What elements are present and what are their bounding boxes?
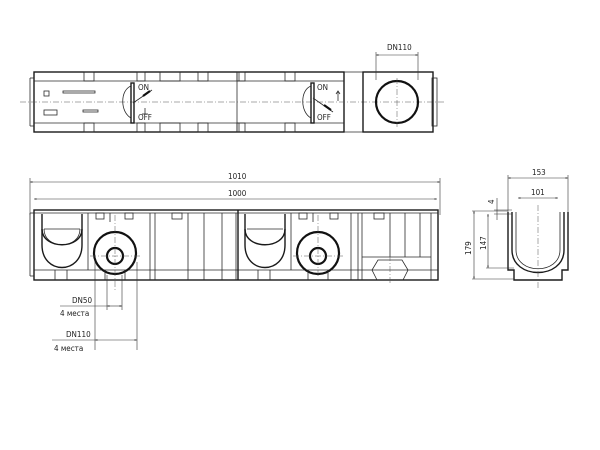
- svg-text:OFF: OFF: [138, 113, 152, 122]
- overall-length-label: 1010: [228, 172, 247, 181]
- latch-icon: ON OFF: [302, 82, 341, 124]
- dn50-label: DN50: [72, 296, 93, 305]
- latch-icon: ON OFF: [122, 82, 153, 124]
- top-outlet-label: DN110: [387, 43, 412, 52]
- inner-width-label: 101: [531, 188, 545, 197]
- outer-width-label: 153: [532, 168, 546, 177]
- inner-height-label: 147: [479, 236, 488, 250]
- svg-text:ON: ON: [138, 83, 149, 92]
- side-view: 1010 1000: [29, 172, 441, 353]
- cross-section: 153 101 4 179 147: [464, 168, 569, 290]
- dn110-count-label: 4 места: [54, 344, 83, 353]
- inner-length-label: 1000: [228, 189, 247, 198]
- svg-text:ON: ON: [317, 83, 328, 92]
- dn50-count-label: 4 места: [60, 309, 89, 318]
- dn110-label: DN110: [66, 330, 91, 339]
- top-view: ON OFF ON OFF DN110: [20, 43, 445, 133]
- wall-offset-label: 4: [487, 199, 496, 204]
- svg-text:OFF: OFF: [317, 113, 331, 122]
- outer-height-label: 179: [464, 241, 473, 255]
